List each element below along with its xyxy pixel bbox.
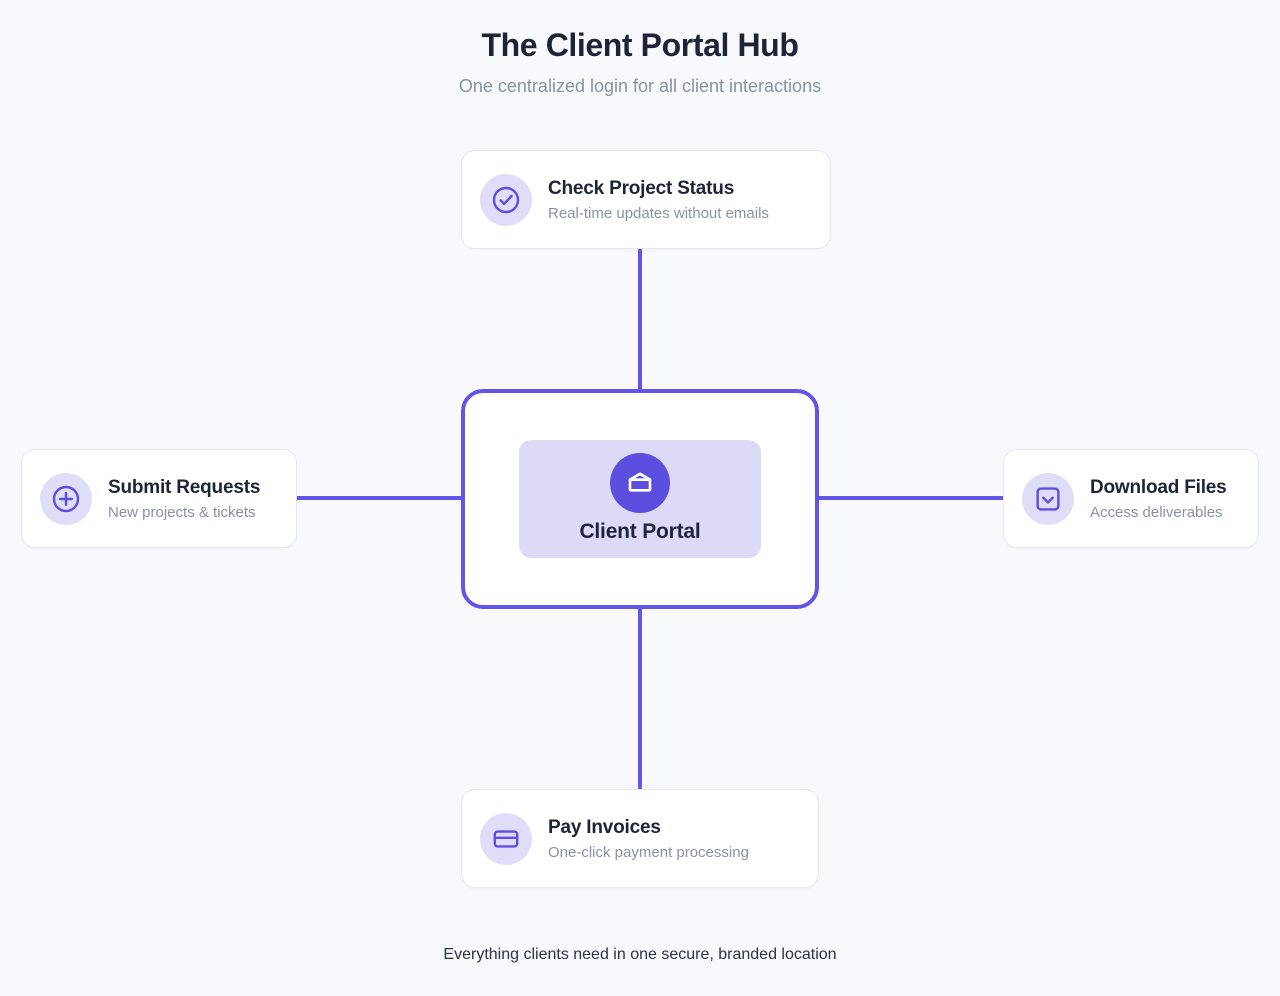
hub-label: Client Portal — [579, 520, 701, 543]
plus-circle-icon — [40, 472, 92, 525]
inbox-icon — [610, 453, 670, 513]
node-title: Pay Invoices — [548, 816, 661, 838]
node-check-project-status[interactable]: Check Project Status Real-time updates w… — [461, 150, 831, 249]
credit-card-icon — [480, 812, 532, 865]
hub-node-client-portal[interactable]: Client Portal — [461, 389, 819, 609]
node-description: One-click payment processing — [548, 843, 749, 861]
node-text: Check Project Status Real-time updates w… — [548, 176, 769, 224]
download-square-icon — [1022, 472, 1074, 525]
node-text: Download Files Access deliverables — [1090, 475, 1227, 523]
node-submit-requests[interactable]: Submit Requests New projects & tickets — [21, 449, 297, 548]
check-circle-icon — [480, 173, 532, 226]
node-text: Submit Requests New projects & tickets — [108, 475, 260, 523]
node-pay-invoices[interactable]: Pay Invoices One-click payment processin… — [461, 789, 819, 888]
node-description: New projects & tickets — [108, 503, 256, 521]
connector-hub-to-right — [816, 496, 1004, 500]
hub-panel: Client Portal — [519, 440, 761, 558]
page-title: The Client Portal Hub — [481, 27, 799, 63]
connector-hub-to-left — [296, 496, 464, 500]
node-title: Check Project Status — [548, 177, 735, 199]
node-title: Download Files — [1090, 476, 1227, 498]
node-title: Submit Requests — [108, 476, 261, 498]
node-download-files[interactable]: Download Files Access deliverables — [1003, 449, 1259, 548]
node-description: Access deliverables — [1090, 503, 1223, 521]
node-description: Real-time updates without emails — [548, 204, 769, 222]
page-subtitle: One centralized login for all client int… — [458, 76, 822, 96]
footer-note: Everything clients need in one secure, b… — [443, 946, 837, 963]
connector-hub-to-top — [638, 248, 642, 400]
connector-hub-to-bottom — [638, 598, 642, 790]
node-text: Pay Invoices One-click payment processin… — [548, 815, 749, 863]
